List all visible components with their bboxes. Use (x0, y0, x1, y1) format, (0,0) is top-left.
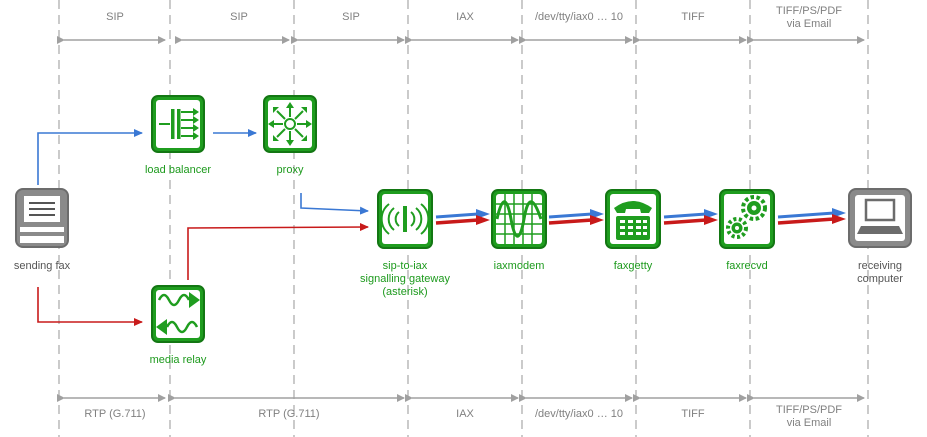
faxrecvd-label: faxrecvd (726, 260, 768, 272)
load-balancer-label: load balancer (144, 164, 212, 176)
double-arrow (663, 209, 718, 225)
double-arrow (548, 209, 604, 225)
receiving-computer-label: receiving computer (857, 260, 903, 285)
bottom-protocol-label: /dev/tty/iax0 … 10 (534, 408, 624, 420)
bottom-protocol-label: RTP (G.711) (258, 408, 320, 420)
iaxmodem-label: iaxmodem (493, 260, 545, 272)
top-protocol-label: TIFF/PS/PDF via Email (776, 5, 842, 30)
media-path (37, 223, 369, 326)
proxy-label: proxy (276, 164, 304, 176)
proxy-icon (263, 95, 317, 153)
media-arrow-relay-to-gateway (187, 223, 369, 280)
chain-arrows (435, 208, 846, 225)
laptop-icon (848, 188, 912, 248)
top-protocol-label: SIP (230, 11, 248, 23)
sending-fax-label: sending fax (13, 260, 71, 272)
faxgetty-label: faxgetty (613, 260, 653, 272)
signal-arrow-proxy-to-gateway (300, 193, 369, 215)
fax-machine-icon (15, 188, 69, 248)
top-protocol-label: SIP (106, 11, 124, 23)
oscilloscope-icon (491, 189, 547, 249)
signal-gateway-icon (377, 189, 433, 249)
signalling-path (37, 129, 369, 215)
bottom-protocol-label: RTP (G.711) (84, 408, 146, 420)
top-protocol-label: SIP (342, 11, 360, 23)
media-relay-label: media relay (149, 354, 207, 366)
load-balancer-icon (151, 95, 205, 153)
gears-icon (719, 189, 775, 249)
bottom-protocol-label: TIFF (681, 408, 705, 420)
telephone-icon (605, 189, 661, 249)
media-relay-icon (151, 285, 205, 343)
bottom-protocol-label: TIFF/PS/PDF via Email (776, 404, 842, 429)
double-arrow (777, 208, 846, 225)
gateway-label: sip-to-iax signalling gateway (asterisk) (360, 260, 450, 298)
double-arrow (435, 209, 490, 225)
signal-arrow-fax-to-lb (37, 129, 143, 185)
top-protocol-label: TIFF (681, 11, 705, 23)
bottom-protocol-label: IAX (456, 408, 474, 420)
top-protocol-label: IAX (456, 11, 474, 23)
media-arrow-fax-to-relay (37, 287, 143, 326)
top-protocol-label: /dev/tty/iax0 … 10 (534, 11, 624, 23)
